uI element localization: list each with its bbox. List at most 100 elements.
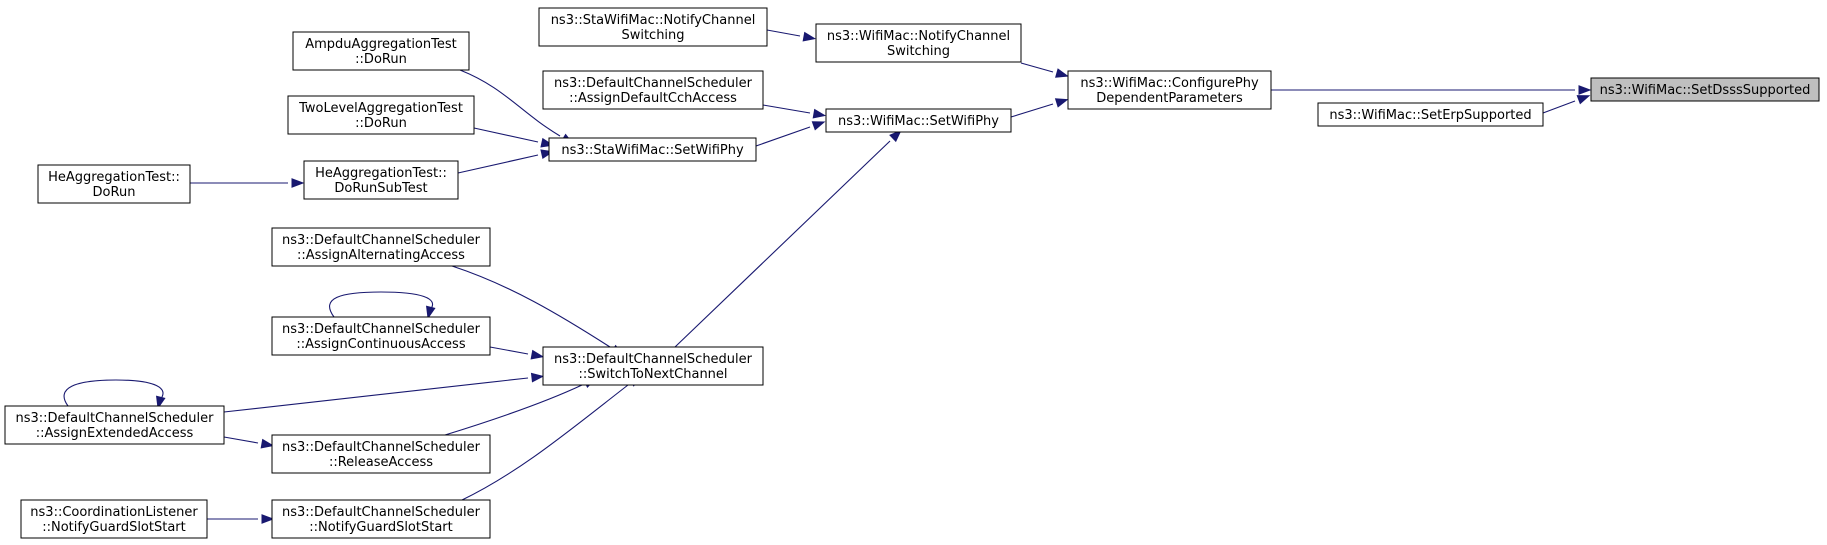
node-assignalt[interactable]: ns3::DefaultChannelScheduler::AssignAlte… xyxy=(271,227,491,267)
edge-switchnext-to-wifimacsetphy xyxy=(674,129,902,348)
edge-assignext-to-assignext xyxy=(63,379,166,410)
arrow-head xyxy=(812,108,827,119)
node-coordlistener[interactable]: ns3::CoordinationListener::NotifyGuardSl… xyxy=(20,499,208,539)
arrow-head xyxy=(811,121,826,131)
arrow-head xyxy=(1576,95,1591,105)
edge-stanotify-to-wifimacnotify xyxy=(766,29,817,42)
node-box xyxy=(538,7,768,47)
edge-line xyxy=(451,265,611,348)
edge-line xyxy=(674,140,891,348)
arrow-head xyxy=(1054,98,1069,108)
node-label: ::AssignContinuousAccess xyxy=(296,337,465,352)
node-assigncont[interactable]: ns3::DefaultChannelScheduler::AssignCont… xyxy=(271,316,491,356)
node-label: HeAggregationTest:: xyxy=(315,166,447,181)
arrow-head xyxy=(889,129,902,143)
node-label: ns3::CoordinationListener xyxy=(30,505,198,520)
node-label: ns3::WifiMac::SetErpSupported xyxy=(1329,108,1531,123)
node-twolevel[interactable]: TwoLevelAggregationTest::DoRun xyxy=(287,95,475,135)
node-box xyxy=(548,137,757,162)
node-ampdu[interactable]: AmpduAggregationTest::DoRun xyxy=(292,31,470,71)
node-label: ns3::DefaultChannelScheduler xyxy=(282,233,481,248)
node-label: ns3::WifiMac::SetWifiPhy xyxy=(838,114,999,129)
node-label: ::DoRun xyxy=(355,116,407,131)
node-label: ns3::WifiMac::ConfigurePhy xyxy=(1080,76,1259,91)
node-wifimacsetphy[interactable]: ns3::WifiMac::SetWifiPhy xyxy=(825,108,1012,133)
edge-line xyxy=(329,291,433,318)
node-box xyxy=(37,164,191,204)
node-label: ::DoRun xyxy=(355,52,407,67)
node-label: ns3::DefaultChannelScheduler xyxy=(554,76,753,91)
node-box xyxy=(815,23,1022,63)
node-assignext[interactable]: ns3::DefaultChannelScheduler::AssignExte… xyxy=(4,405,225,445)
node-herun[interactable]: HeAggregationTest::DoRun xyxy=(37,164,191,204)
node-box xyxy=(20,499,208,539)
node-label: ::AssignAlternatingAccess xyxy=(297,248,465,263)
edge-twolevel-to-stasetphy xyxy=(473,127,555,148)
edges-layer xyxy=(63,29,1592,524)
node-label: ::NotifyGuardSlotStart xyxy=(42,520,186,535)
arrow-head xyxy=(261,514,275,524)
edge-line xyxy=(1010,103,1054,118)
node-configphy[interactable]: ns3::WifiMac::ConfigurePhyDependentParam… xyxy=(1067,70,1272,110)
node-setdsss[interactable]: ns3::WifiMac::SetDsssSupported xyxy=(1590,77,1820,102)
edge-line xyxy=(223,377,529,413)
edge-seterp-to-setdsss xyxy=(1542,95,1591,114)
node-box xyxy=(1317,102,1544,127)
arrow-head xyxy=(291,178,305,188)
node-stasetphy[interactable]: ns3::StaWifiMac::SetWifiPhy xyxy=(548,137,757,162)
edge-line xyxy=(63,379,164,407)
edge-line xyxy=(459,69,561,137)
node-box xyxy=(1067,70,1272,110)
node-label: ::AssignExtendedAccess xyxy=(36,426,194,441)
node-label: ns3::StaWifiMac::SetWifiPhy xyxy=(561,143,744,158)
node-box xyxy=(271,499,491,539)
node-label: ::SwitchToNextChannel xyxy=(578,367,727,382)
node-label: ns3::StaWifiMac::NotifyChannel xyxy=(551,13,756,28)
edge-assigncont-to-switchnext xyxy=(489,346,545,360)
edge-line xyxy=(1020,62,1054,73)
node-label: Switching xyxy=(887,44,950,59)
arrow-head xyxy=(426,305,436,320)
edge-line xyxy=(223,436,259,444)
node-seterp[interactable]: ns3::WifiMac::SetErpSupported xyxy=(1317,102,1544,127)
node-hesub[interactable]: HeAggregationTest::DoRunSubTest xyxy=(303,160,459,200)
node-notifyguard[interactable]: ns3::DefaultChannelScheduler::NotifyGuar… xyxy=(271,499,491,539)
node-label: ns3::DefaultChannelScheduler xyxy=(16,411,215,426)
node-label: ns3::WifiMac::NotifyChannel xyxy=(827,29,1010,44)
node-box xyxy=(4,405,225,445)
node-release[interactable]: ns3::DefaultChannelScheduler::ReleaseAcc… xyxy=(271,434,491,474)
edge-line xyxy=(1542,100,1576,114)
edge-line xyxy=(457,154,539,174)
edge-hesub-to-stasetphy xyxy=(457,149,555,174)
node-label: AmpduAggregationTest xyxy=(305,37,456,52)
node-box xyxy=(303,160,459,200)
node-label: ns3::WifiMac::SetDsssSupported xyxy=(1600,83,1811,98)
node-label: ::AssignDefaultCchAccess xyxy=(569,91,737,106)
edge-line xyxy=(755,126,811,147)
node-label: ns3::DefaultChannelScheduler xyxy=(282,322,481,337)
edge-wifimacnotify-to-configphy xyxy=(1020,62,1069,78)
node-label: DoRunSubTest xyxy=(334,181,427,196)
edge-assignext-to-release xyxy=(223,436,275,449)
arrow-head xyxy=(156,395,166,410)
node-box xyxy=(287,95,475,135)
edge-configphy-to-setdsss xyxy=(1271,85,1592,95)
edge-line xyxy=(762,104,811,114)
arrow-head xyxy=(1055,68,1069,78)
node-box xyxy=(292,31,470,71)
node-assigndefaultcch[interactable]: ns3::DefaultChannelScheduler::AssignDefa… xyxy=(542,70,764,110)
node-box xyxy=(825,108,1012,133)
edge-line xyxy=(489,346,529,355)
node-switchnext[interactable]: ns3::DefaultChannelScheduler::SwitchToNe… xyxy=(542,346,764,386)
edge-herun-to-hesub xyxy=(190,178,305,188)
node-label: ns3::DefaultChannelScheduler xyxy=(282,440,481,455)
edge-assigndefaultcch-to-wifimacsetphy xyxy=(762,104,827,119)
edge-line xyxy=(766,29,801,37)
node-label: DoRun xyxy=(93,185,136,200)
edge-assigncont-to-assigncont xyxy=(329,291,436,320)
node-label: ns3::DefaultChannelScheduler xyxy=(554,352,753,367)
node-box xyxy=(542,70,764,110)
edge-line xyxy=(473,127,539,143)
